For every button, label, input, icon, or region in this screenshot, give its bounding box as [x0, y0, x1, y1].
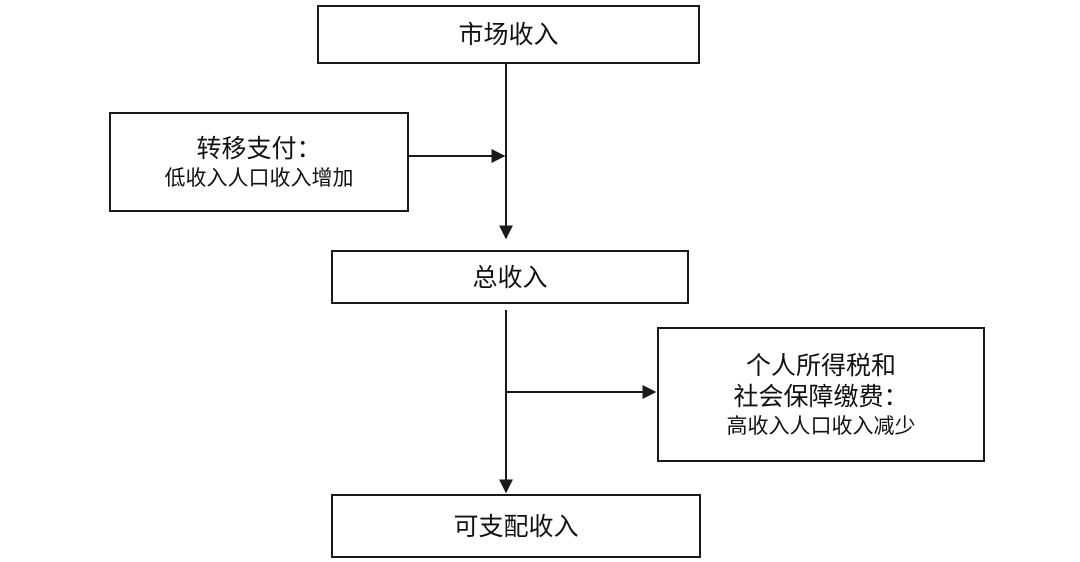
tax-line-1: 个人所得税和: [745, 350, 896, 380]
tax-line-2: 社会保障缴费：: [733, 381, 909, 411]
transfer-payment-detail: 低收入人口收入增加: [164, 165, 354, 190]
transfer-payment-title: 转移支付：: [196, 133, 322, 163]
market-income-box: 市场收入: [317, 5, 700, 64]
transfer-payment-box: 转移支付： 低收入人口收入增加: [109, 112, 409, 212]
tax-detail: 高收入人口收入减少: [726, 413, 916, 438]
tax-contribution-box: 个人所得税和 社会保障缴费： 高收入人口收入减少: [657, 327, 985, 462]
disposable-income-label: 可支配收入: [453, 511, 579, 541]
market-income-label: 市场收入: [458, 20, 559, 49]
total-income-label: 总收入: [472, 262, 548, 292]
disposable-income-box: 可支配收入: [331, 494, 701, 558]
total-income-box: 总收入: [331, 250, 689, 304]
